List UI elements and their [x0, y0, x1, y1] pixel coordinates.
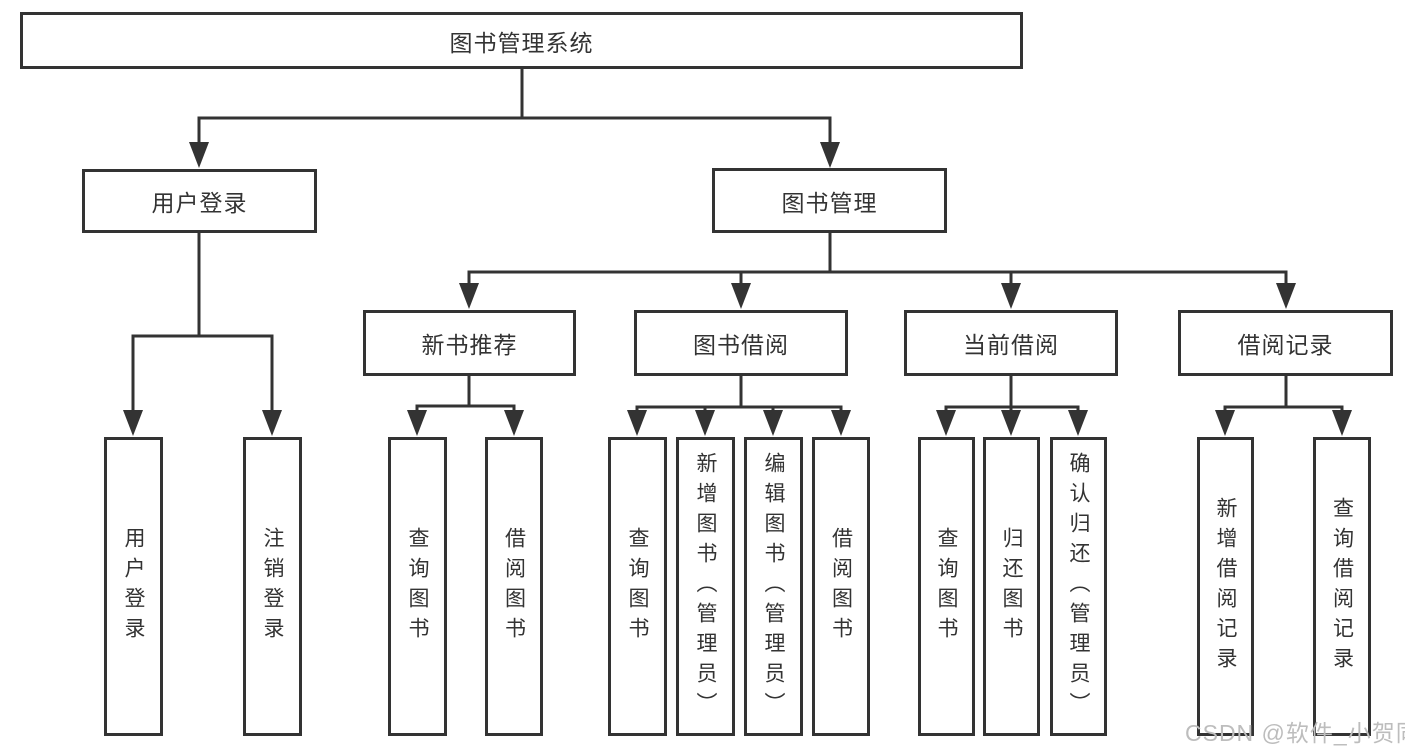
node-book-management: 图书管理: [712, 168, 947, 233]
node-label: 归还图书: [1000, 526, 1023, 647]
node-label: 借阅图书: [502, 526, 526, 647]
node-label: 查询图书: [626, 526, 649, 647]
node-borrow-records: 借阅记录: [1178, 310, 1393, 376]
node-label: 用户登录: [122, 526, 145, 647]
node-logout: 注销登录: [243, 437, 302, 736]
node-label: 注销登录: [261, 526, 284, 647]
node-label: 用户登录: [151, 190, 248, 216]
node-borrow-books-borrow: 借阅图书: [812, 437, 870, 736]
node-add-book-admin: 新增图书（管理员）: [676, 437, 735, 736]
node-user-login: 用户登录: [104, 437, 163, 736]
node-confirm-return-admin: 确认归还（管理员）: [1050, 437, 1107, 736]
node-label: 借阅记录: [1237, 332, 1334, 358]
node-borrow-books-recommend: 借阅图书: [485, 437, 543, 736]
node-label: 当前借阅: [963, 332, 1059, 358]
csdn-watermark: CSDN @软件_小贺同学: [1185, 720, 1405, 746]
node-user-login-group: 用户登录: [82, 169, 317, 233]
node-query-books-recommend: 查询图书: [388, 437, 447, 736]
node-label: 编辑图书（管理员）: [762, 451, 785, 722]
node-label: 图书借阅: [693, 332, 789, 358]
node-label: 图书管理系统: [449, 29, 594, 56]
node-query-books-borrow: 查询图书: [608, 437, 667, 736]
node-label: 图书管理: [781, 189, 878, 216]
node-query-books-current: 查询图书: [918, 437, 975, 736]
node-label: 借阅图书: [829, 526, 853, 647]
node-return-book: 归还图书: [983, 437, 1040, 736]
node-label: 查询图书: [406, 526, 429, 647]
node-label: 查询图书: [935, 526, 958, 647]
node-library-management-system: 图书管理系统: [20, 12, 1023, 69]
arrowhead-icons: [123, 142, 1352, 436]
node-label: 确认归还（管理员）: [1067, 451, 1090, 722]
node-edit-book-admin: 编辑图书（管理员）: [744, 437, 803, 736]
node-label: 新增借阅记录: [1214, 496, 1237, 677]
node-current-borrow: 当前借阅: [904, 310, 1118, 376]
node-label: 查询借阅记录: [1330, 496, 1354, 677]
node-query-borrow-record: 查询借阅记录: [1313, 437, 1371, 736]
node-label: 新书推荐: [421, 332, 518, 358]
node-label: 新增图书（管理员）: [694, 451, 717, 722]
node-new-book-recommend: 新书推荐: [363, 310, 576, 376]
node-add-borrow-record: 新增借阅记录: [1197, 437, 1254, 736]
node-book-borrow: 图书借阅: [634, 310, 848, 376]
